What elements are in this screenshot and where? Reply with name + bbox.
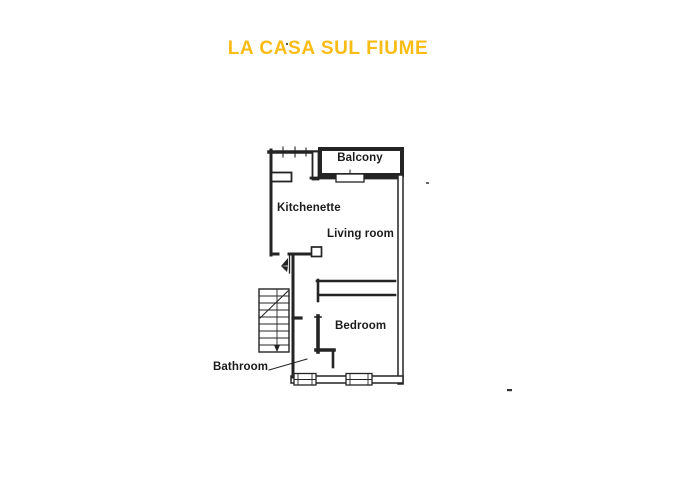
balcony-window: [335, 169, 365, 183]
bedroom-label: Bedroom: [335, 320, 387, 332]
bathroom-window: [293, 372, 317, 386]
bedroom-entry-wall: [314, 314, 336, 369]
balcony-walls: [318, 147, 404, 177]
right-exterior-wall: [397, 174, 404, 385]
page-title: LA CASA SUL FIUME: [227, 38, 429, 59]
staircase: [258, 288, 290, 353]
bedroom-window: [345, 372, 373, 386]
bathroom-corridor-wall: [291, 254, 303, 379]
bathroom-label: Bathroom: [213, 361, 269, 373]
balcony-label: Balcony: [337, 152, 383, 164]
scan-artifacts: [285, 42, 512, 392]
bathroom-leader-line: [268, 358, 308, 371]
kitchenette-top-wall: [267, 146, 320, 158]
wall-pier: [270, 171, 293, 183]
living-bedroom-wall: [315, 278, 397, 303]
column: [310, 246, 323, 258]
entry-door-swing-icon: [281, 255, 291, 274]
living-room-label: Living room: [327, 228, 394, 240]
kitchenette-label: Kitchenette: [277, 202, 341, 214]
top-right-wall-stub: [311, 150, 320, 181]
